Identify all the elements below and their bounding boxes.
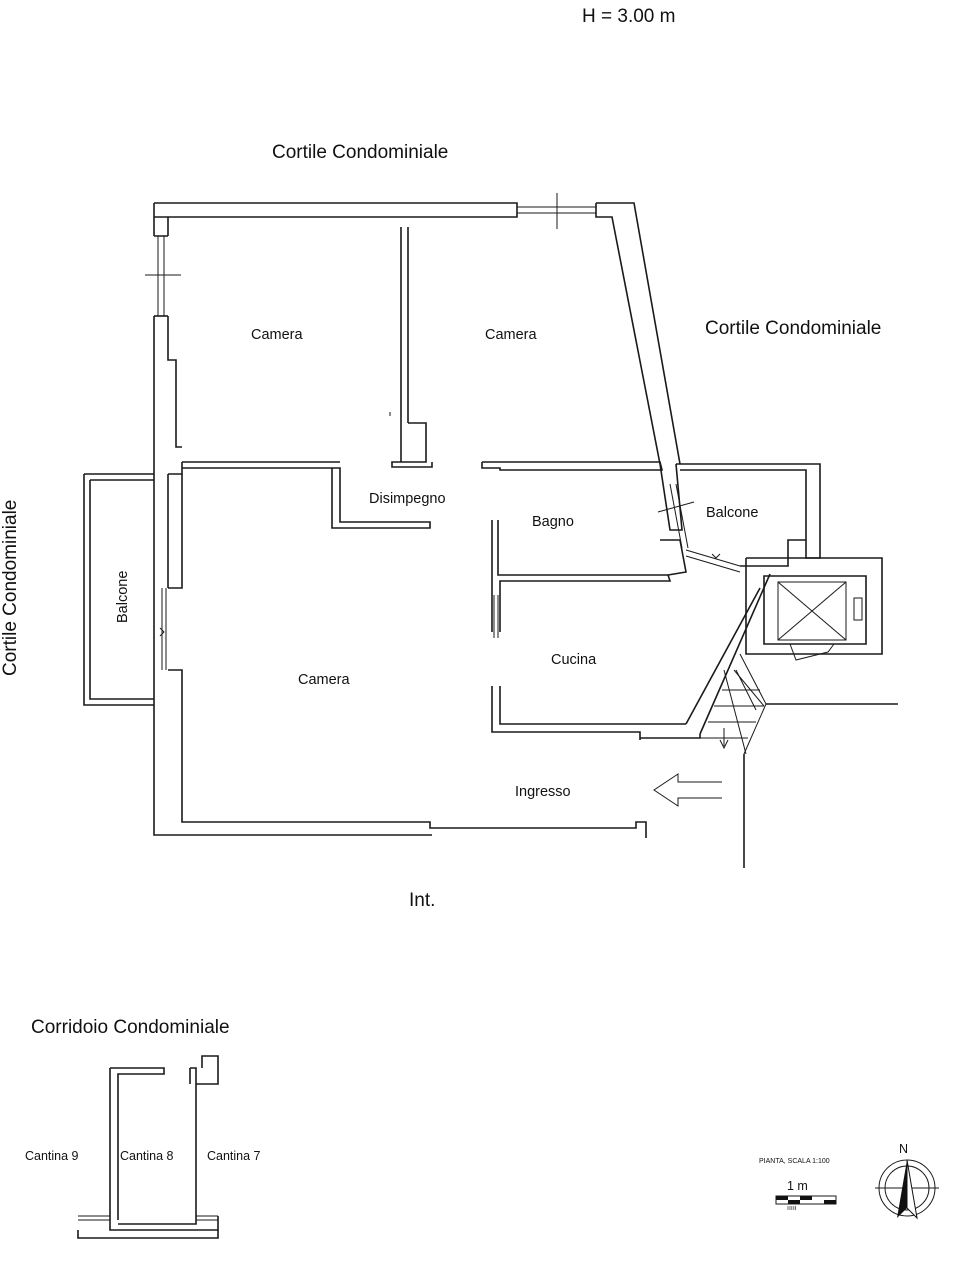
cellar-8-label: Cantina 8 (120, 1149, 174, 1163)
compass-rose (875, 1159, 939, 1220)
walls (83, 193, 898, 868)
interior-label: Int. (409, 890, 435, 911)
room-balcone-right: Balcone (706, 505, 758, 521)
courtyard-left-label: Cortile Condominiale (0, 500, 21, 676)
corridor-label: Corridoio Condominiale (31, 1017, 230, 1038)
room-camera-top-left: Camera (251, 327, 304, 343)
room-camera-main: Camera (298, 672, 351, 688)
cellar-9-label: Cantina 9 (25, 1149, 79, 1163)
courtyard-top-label: Cortile Condominiale (272, 142, 448, 163)
room-camera-top-right: Camera (485, 327, 538, 343)
scale-title: PIANTA, SCALA 1:100 (759, 1158, 830, 1165)
courtyard-right-label: Cortile Condominiale (705, 318, 881, 339)
cellars-plan (77, 1055, 219, 1239)
scale-bar-label: 1 m (787, 1179, 808, 1193)
compass-north-label: N (899, 1142, 908, 1156)
height-note: H = 3.00 m (582, 6, 675, 27)
room-ingresso: Ingresso (515, 784, 571, 800)
cellar-7-label: Cantina 7 (207, 1149, 261, 1163)
scale-bar-ticks: ııııı (787, 1205, 797, 1212)
room-bagno: Bagno (532, 514, 574, 530)
room-balcone-left: Balcone (115, 571, 131, 623)
room-disimpegno: Disimpegno (369, 491, 446, 507)
scale-bar (775, 1195, 837, 1205)
room-cucina: Cucina (551, 652, 597, 668)
